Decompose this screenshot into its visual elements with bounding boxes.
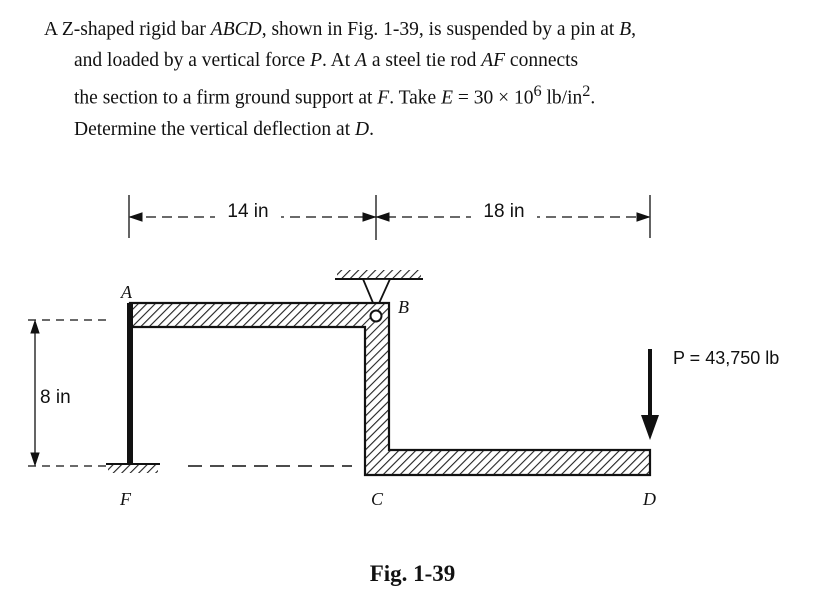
ground-support-f [106,463,160,473]
arrowhead [362,212,377,222]
problem-line-2: and loaded by a vertical force P. At A a… [44,45,814,76]
ground-hatch [337,270,421,279]
label-b: B [398,297,409,317]
text: . [369,118,374,140]
arrowhead [375,212,390,222]
force-label: P = 43,750 lb [673,348,779,368]
figure-caption: Fig. 1-39 [369,561,456,586]
problem-line-1: A Z-shaped rigid bar ABCD, shown in Fig.… [44,14,814,45]
text: B [619,19,632,40]
text: 2 [582,82,591,100]
arrowhead [30,452,40,467]
text: . At [321,50,356,71]
text: Determine the vertical deflection at [74,118,355,140]
text: = 30 × 10 [453,87,534,109]
label-a: A [120,282,133,302]
z-shaped-bar [128,301,652,477]
load-arrow-p [641,349,659,440]
text: 6 [533,82,542,100]
text: connects [505,50,579,71]
text: A [355,50,367,71]
pin-support-b [335,270,423,313]
problem-line-4: Determine the vertical deflection at D. [44,114,814,145]
text: . Take [389,87,442,109]
label-mask [215,200,281,222]
text: E [441,87,454,109]
label-c: C [371,489,384,509]
problem-line-3: the section to a firm ground support at … [44,76,814,114]
text: D [355,118,370,140]
pin-b [369,309,383,323]
dimension-label-14in: 14 in [227,201,268,222]
text: P [310,50,322,71]
tie-rod-af [127,303,133,465]
arrowhead [636,212,651,222]
text: AF [481,50,506,71]
text: F [377,87,390,109]
label-f: F [119,489,132,509]
arrowhead [641,415,659,440]
label-mask [471,200,537,222]
label-mask [36,384,82,408]
text: lb/in [541,87,583,109]
dimension-label-18in: 18 in [483,201,524,222]
text: the section to a firm ground support at [74,87,378,109]
ground-hatch [108,465,158,473]
pin-triangle [361,278,392,313]
arrowhead [30,319,40,334]
text: A Z-shaped rigid bar [44,19,211,40]
arrowhead [128,212,143,222]
dimension-label-8in: 8 in [40,387,71,408]
text: a steel tie rod [366,50,482,71]
text: and loaded by a vertical force [74,50,311,71]
text: , shown in Fig. 1-39, is suspended by a … [261,19,620,40]
text: ABCD [210,19,262,40]
label-d: D [642,489,656,509]
dimension-horizontal [128,195,651,240]
text: , [631,19,636,40]
dimension-vertical [28,319,110,467]
text: . [590,87,596,109]
problem-statement: A Z-shaped rigid bar ABCD, shown in Fig.… [44,14,814,145]
